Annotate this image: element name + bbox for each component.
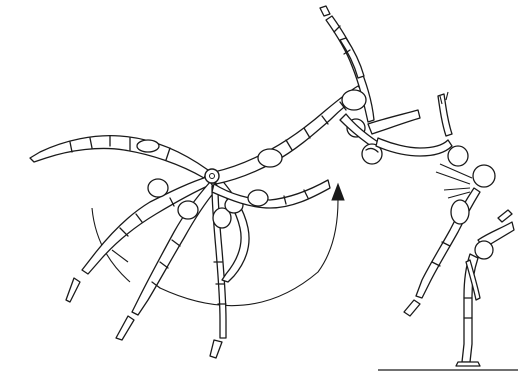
trail-figure-left xyxy=(66,176,212,302)
trail-figure-top xyxy=(320,6,420,148)
trail-figure-far-left xyxy=(30,136,208,178)
standing-figure xyxy=(456,210,514,366)
guide-arc-tick xyxy=(112,250,128,262)
pivot-point xyxy=(205,169,219,183)
impact-figure xyxy=(376,94,495,316)
trail-figure-upper xyxy=(212,86,364,208)
